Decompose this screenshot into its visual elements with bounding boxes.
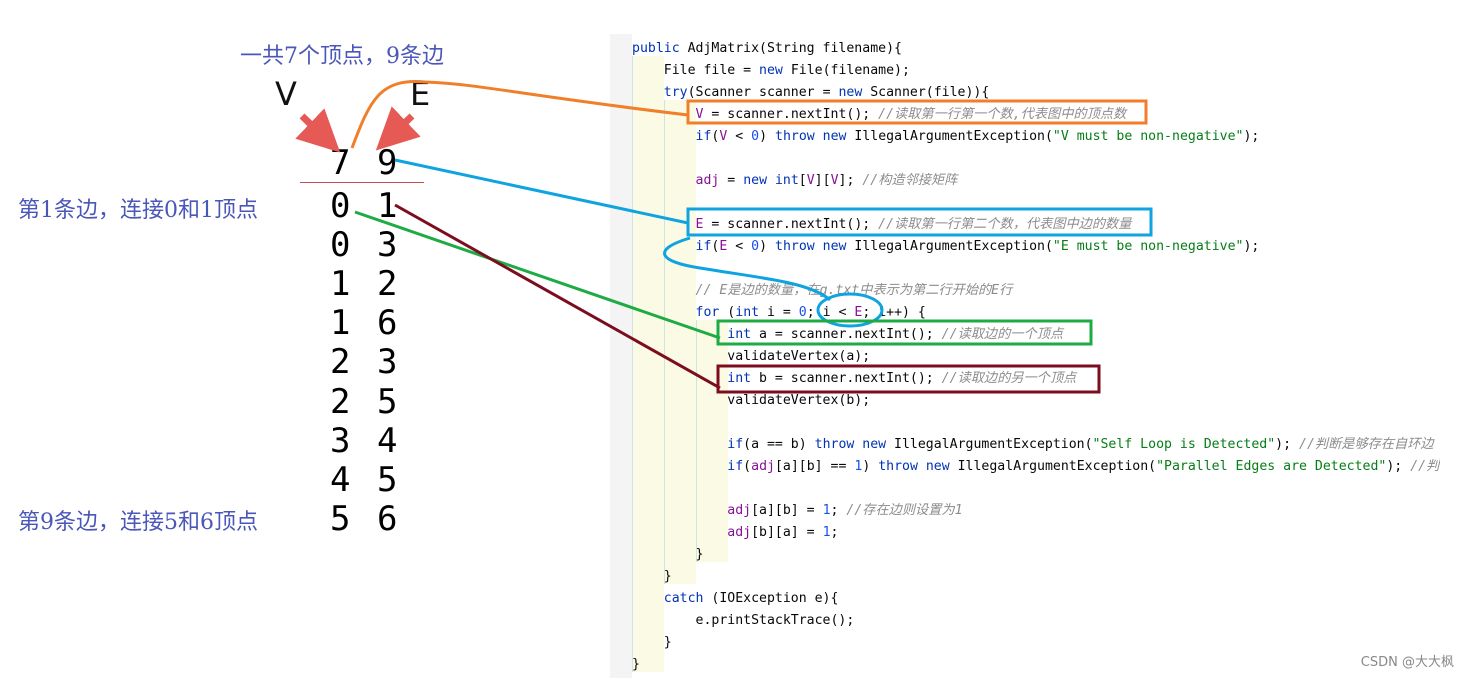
- edge-row: 5 6: [330, 499, 401, 539]
- csdn-watermark: CSDN @大大枫: [1360, 655, 1454, 670]
- e-label: E: [410, 75, 431, 113]
- green-connector: [354, 210, 721, 340]
- orange-highlight-box: [686, 99, 1148, 125]
- indent-guide: [632, 56, 633, 672]
- edge-row: 0 3: [330, 225, 401, 265]
- edge-row: 1 2: [330, 264, 401, 304]
- indent-guide: [664, 100, 665, 584]
- editor-gutter: [610, 34, 632, 678]
- indent-band: [696, 320, 728, 562]
- code-line: try(Scanner scanner = new Scanner(file))…: [663, 85, 990, 100]
- indent-band: [632, 56, 664, 672]
- edge-row: 2 3: [330, 342, 401, 382]
- code-line: catch (IOException e){: [663, 591, 839, 606]
- blue-highlight-box: [686, 207, 1153, 237]
- code-line: int b = scanner.nextInt(); //读取边的另一个顶点: [727, 371, 1077, 386]
- code-line: adj[b][a] = 1;: [727, 525, 839, 540]
- edge-row: 0 1: [330, 186, 401, 226]
- code-line: File file = new File(filename);: [632, 63, 910, 78]
- title-annotation: 一共7个顶点，9条边: [240, 44, 444, 69]
- code-line: public AdjMatrix(String filename){: [632, 41, 902, 56]
- edge-row: 4 5: [330, 460, 401, 500]
- v-pointer-arrow: [295, 108, 341, 153]
- code-line: validateVertex(a);: [632, 349, 871, 364]
- code-line: V = scanner.nextInt(); //读取第一行第一个数,代表图中的…: [695, 107, 1127, 122]
- edge-row: 1 6: [330, 303, 401, 343]
- code-line: int a = scanner.nextInt(); //读取边的一个顶点: [727, 327, 1064, 342]
- code-line: if(E < 0) throw new IllegalArgumentExcep…: [695, 239, 1260, 254]
- v-label: V: [275, 75, 297, 113]
- divider-line: [300, 182, 424, 183]
- code-line: E = scanner.nextInt(); //读取第一行第二个数，代表图中边…: [695, 217, 1132, 232]
- e-pointer-arrow: [375, 106, 421, 151]
- code-line: // E是边的数量，在g.txt中表示为第二行开始的E行: [632, 283, 1013, 298]
- code-line: }: [632, 635, 672, 650]
- header-pair: 7 9: [330, 143, 401, 183]
- indent-guide: [696, 320, 697, 562]
- code-line: e.printStackTrace();: [632, 613, 855, 628]
- code-line: if(V < 0) throw new IllegalArgumentExcep…: [695, 129, 1260, 144]
- maroon-highlight-box: [716, 364, 1101, 394]
- code-line: adj[a][b] = 1; //存在边则设置为1: [727, 503, 963, 518]
- code-editor: public AdjMatrix(String filename){ File …: [610, 34, 1440, 678]
- last-edge-note: 第9条边，连接5和6顶点: [18, 510, 258, 535]
- green-highlight-box: [716, 319, 1093, 346]
- blue-connector: [394, 158, 689, 225]
- code-line: if(a == b) throw new IllegalArgumentExce…: [727, 437, 1434, 452]
- edge-row: 3 4: [330, 421, 401, 461]
- code-line: validateVertex(b);: [632, 393, 871, 408]
- code-line: adj = new int[V][V]; //构造邻接矩阵: [695, 173, 958, 188]
- code-line: for (int i = 0; i < E; i++) {: [695, 305, 926, 320]
- code-line: }: [632, 657, 640, 672]
- code-line: if(adj[a][b] == 1) throw new IllegalArgu…: [727, 459, 1440, 474]
- indent-band: [664, 100, 696, 584]
- edge-row: 2 5: [330, 382, 401, 422]
- code-line: }: [632, 569, 672, 584]
- orange-connector: [350, 80, 689, 149]
- code-line: }: [632, 547, 704, 562]
- blue-loop-connector: [663, 236, 832, 302]
- first-edge-note: 第1条边，连接0和1顶点: [18, 198, 258, 223]
- maroon-connector: [394, 203, 721, 390]
- blue-loop-ellipse: [816, 292, 884, 328]
